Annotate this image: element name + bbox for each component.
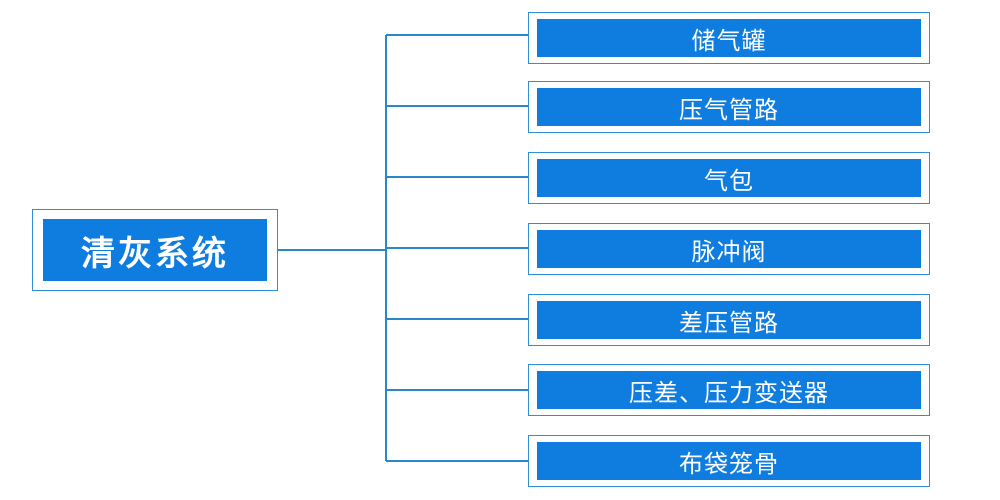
root-node: 清灰系统 — [32, 209, 278, 291]
child-node-label: 布袋笼骨 — [537, 442, 921, 480]
child-node-7: 布袋笼骨 — [528, 435, 930, 487]
child-node-label: 差压管路 — [537, 301, 921, 339]
child-node-6: 压差、压力变送器 — [528, 364, 930, 416]
child-node-label: 脉冲阀 — [537, 230, 921, 268]
child-node-1: 储气罐 — [528, 12, 930, 64]
child-node-label: 压气管路 — [537, 88, 921, 126]
child-node-3: 气包 — [528, 152, 930, 204]
child-node-4: 脉冲阀 — [528, 223, 930, 275]
root-node-label: 清灰系统 — [43, 219, 267, 281]
child-node-2: 压气管路 — [528, 81, 930, 133]
child-node-label: 储气罐 — [537, 19, 921, 57]
child-node-label: 压差、压力变送器 — [537, 371, 921, 409]
child-node-5: 差压管路 — [528, 294, 930, 346]
child-node-label: 气包 — [537, 159, 921, 197]
